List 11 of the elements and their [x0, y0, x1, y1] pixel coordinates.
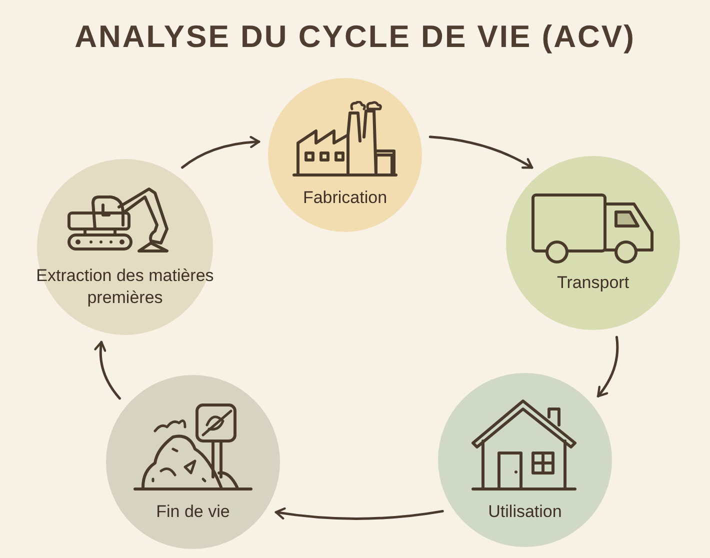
stage-label: Utilisation — [487, 501, 563, 523]
arrow — [94, 340, 121, 400]
arrow — [428, 136, 534, 169]
stage-label: Extraction des matières premières — [35, 265, 215, 309]
stage-label: Fabrication — [302, 187, 388, 209]
arrow — [596, 336, 619, 398]
title: ANALYSE DU CYCLE DE VIE (ACV) — [74, 18, 636, 56]
stage-label: Fin de vie — [155, 501, 231, 523]
arrow — [181, 136, 260, 169]
stage-label: Transport — [556, 272, 630, 294]
arrow — [274, 507, 444, 520]
